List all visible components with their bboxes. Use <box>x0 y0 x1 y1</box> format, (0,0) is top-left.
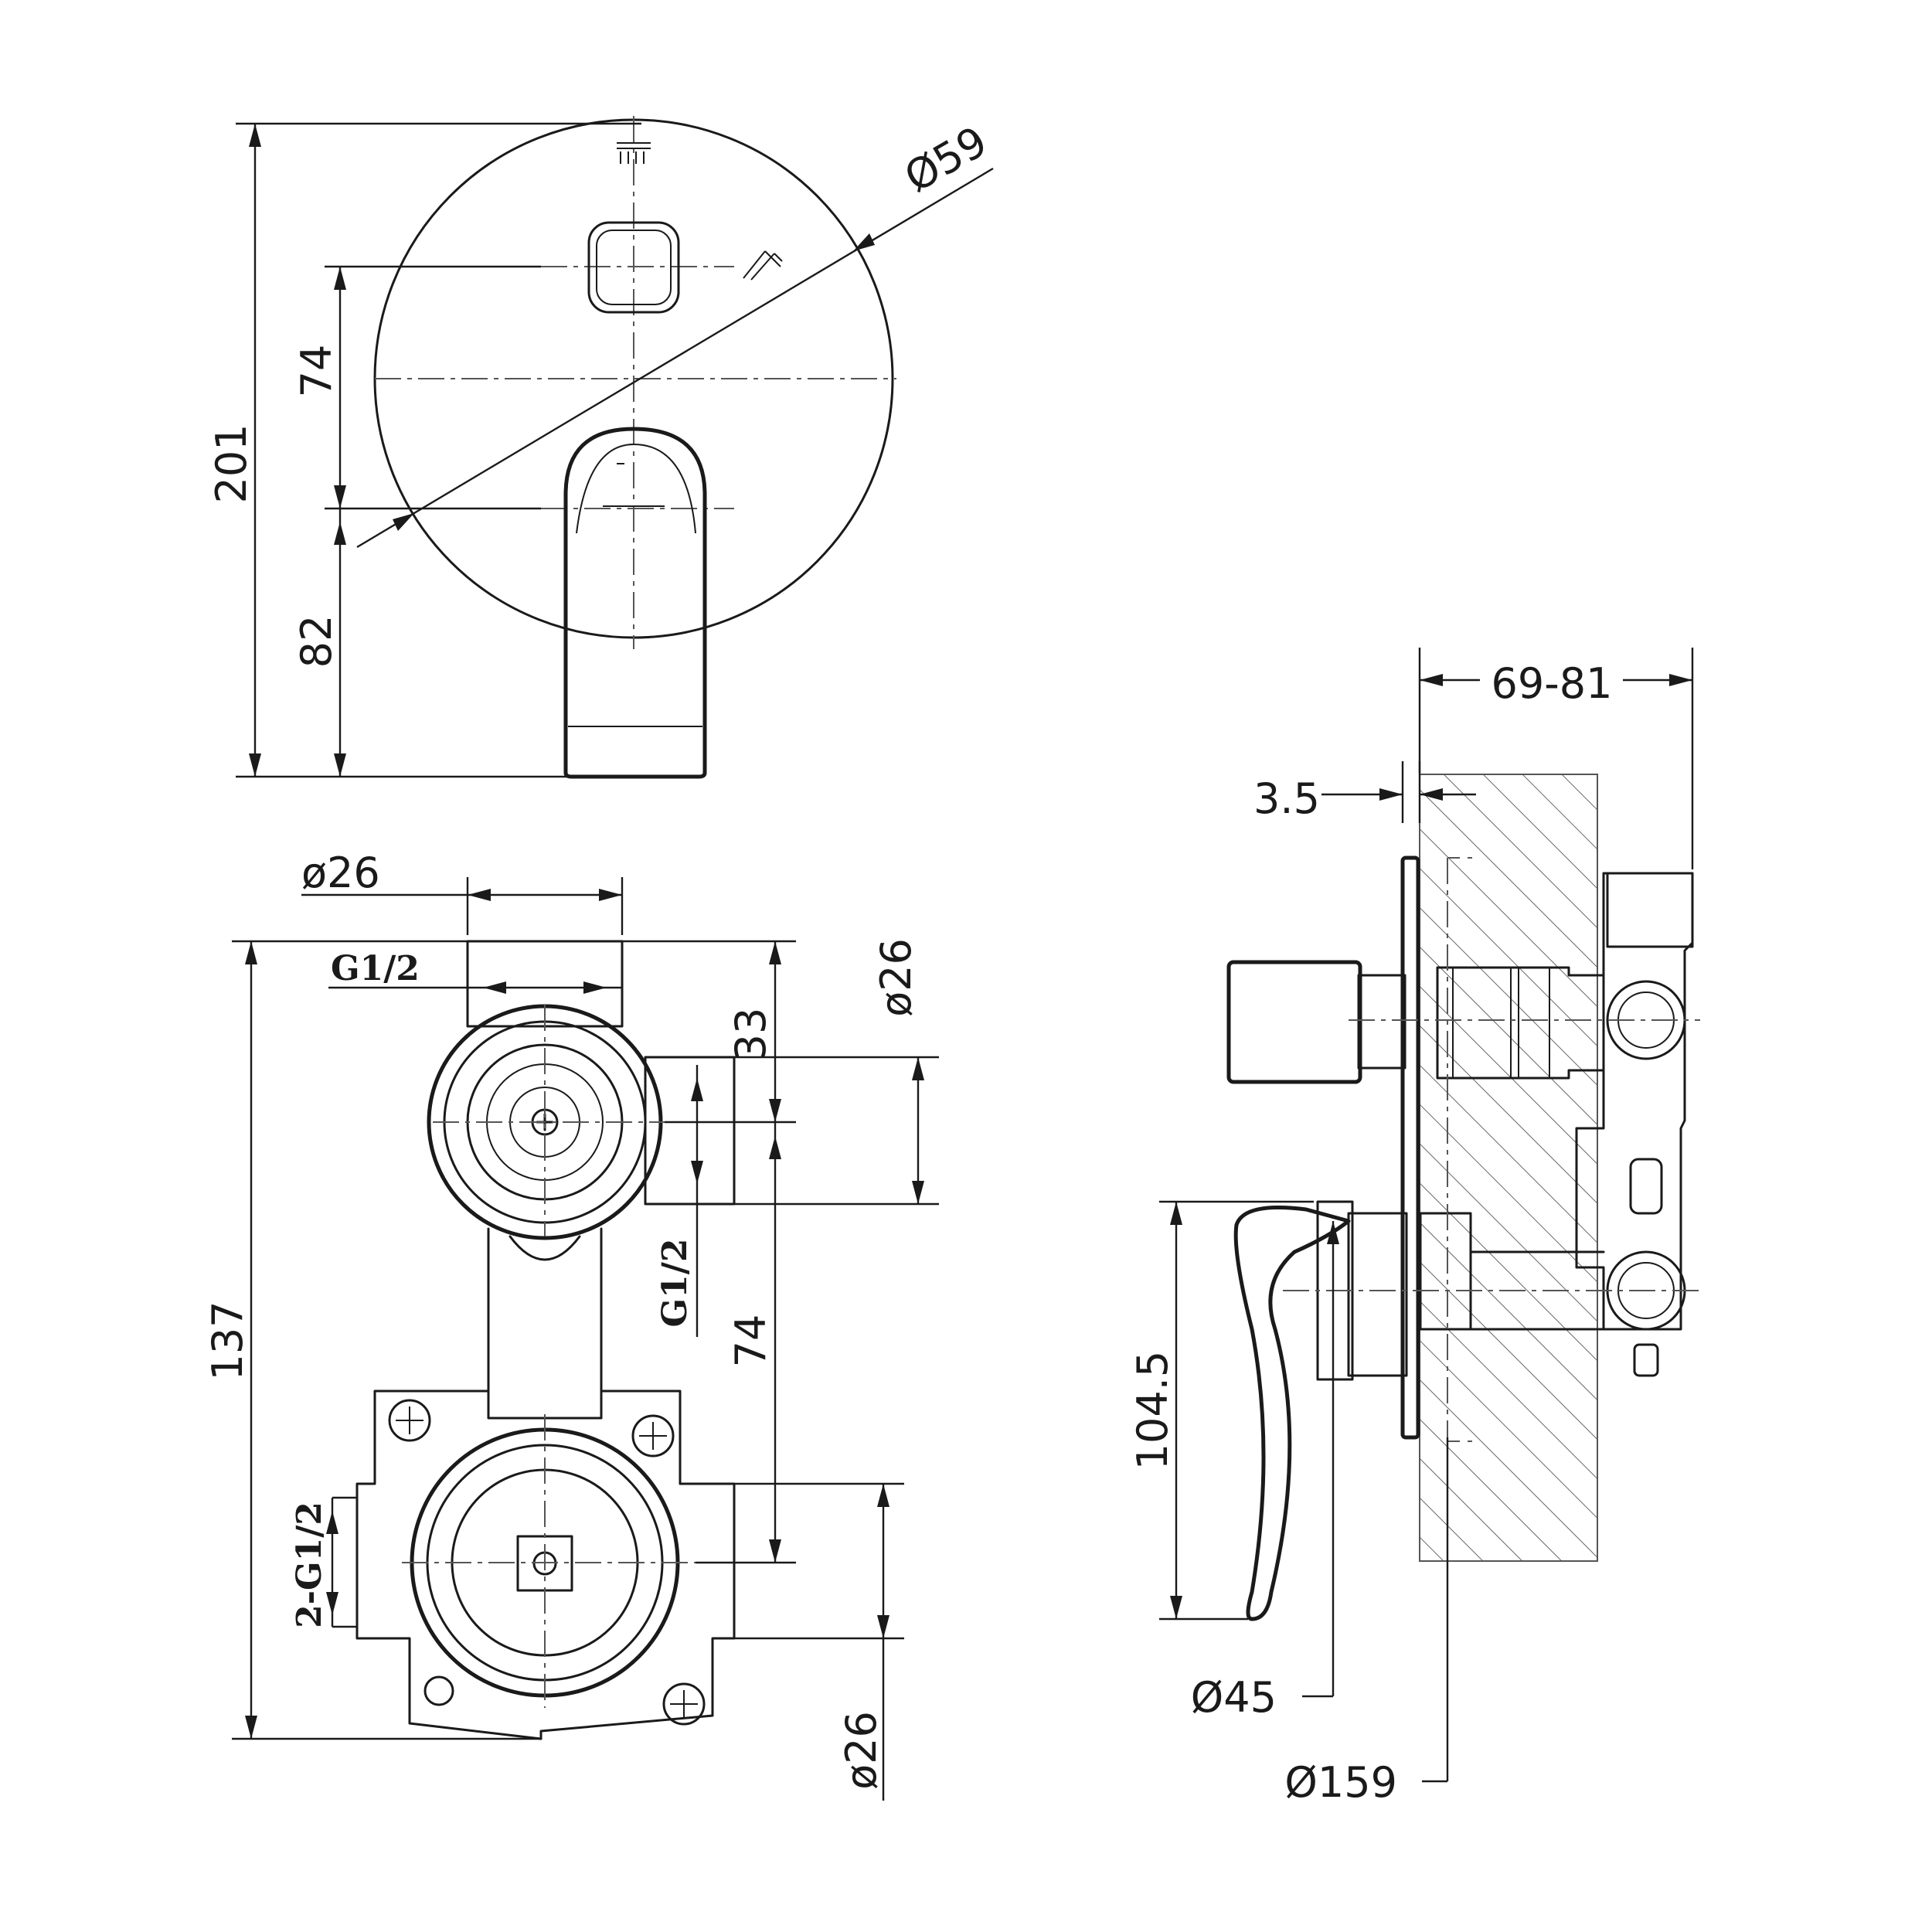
lower-body-outline <box>355 1389 736 1740</box>
hand-shower-icon <box>743 250 783 281</box>
valve-body-view: ø26 G1/2 137 33 74 ø26 <box>203 849 939 1801</box>
dim-label-137: 137 <box>203 1301 252 1380</box>
valve-top-port-side <box>1606 872 1694 948</box>
dim-label-82: 82 <box>292 615 341 668</box>
mounting-hole-bottom-left <box>423 1675 454 1706</box>
dim-label-201: 201 <box>207 423 256 503</box>
dim-label-74-front: 74 <box>292 345 341 398</box>
dim-label-g12-top: G1/2 <box>331 949 420 988</box>
upper-cartridge-side <box>1436 966 1605 1080</box>
dim-line-d59 <box>356 167 994 549</box>
dim-label-74-valve: 74 <box>726 1315 775 1368</box>
dim-label-d26-bottom: ø26 <box>837 1711 886 1790</box>
valve-peg-bottom <box>1633 1343 1659 1377</box>
mounting-screw-top-left <box>388 1399 431 1442</box>
dim-label-3-5: 3.5 <box>1253 774 1320 823</box>
lower-stem-side <box>1347 1212 1408 1377</box>
dim-label-d59: Ø59 <box>896 117 995 202</box>
dim-label-d45: Ø45 <box>1191 1673 1277 1722</box>
valve-peg-top <box>1629 1158 1663 1215</box>
dim-label-104-5: 104.5 <box>1128 1351 1177 1471</box>
lower-cartridge-side <box>1419 1212 1472 1331</box>
dim-label-69-81: 69-81 <box>1492 659 1613 708</box>
neck-curve <box>509 1235 581 1261</box>
front-view: 201 74 82 Ø59 <box>207 116 995 779</box>
upper-stem-side <box>1357 974 1406 1070</box>
dim-label-g12-side: G1/2 <box>655 1239 695 1328</box>
dim-label-d26-top: ø26 <box>301 849 380 897</box>
cover-plate-side <box>1400 855 1420 1440</box>
dim-label-2g12: 2-G1/2 <box>290 1502 329 1628</box>
mounting-screw-bottom-right <box>662 1682 706 1726</box>
diverter-knob-side <box>1226 960 1362 1084</box>
lever-handle-inner-line <box>576 443 696 534</box>
side-port <box>644 1056 736 1206</box>
dim-label-33: 33 <box>726 1008 775 1061</box>
lever-handle-side <box>1233 1206 1351 1621</box>
wall-section <box>1419 774 1598 1562</box>
dim-label-d159: Ø159 <box>1284 1758 1397 1807</box>
side-view: 69-81 3.5 104.5 Ø45 Ø159 <box>1128 648 1700 1807</box>
dim-label-d26-side: ø26 <box>872 938 920 1017</box>
mounting-screw-top-right <box>631 1414 675 1458</box>
diverter-knob <box>587 221 680 314</box>
diverter-knob-inner <box>596 230 672 305</box>
overhead-shower-icon <box>617 142 651 164</box>
